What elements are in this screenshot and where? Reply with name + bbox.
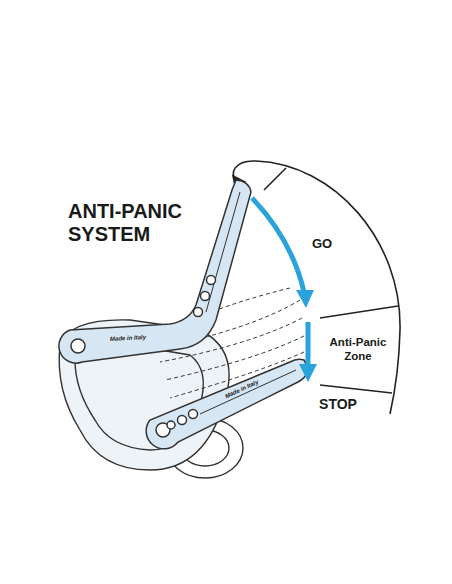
zone-tick	[320, 385, 392, 393]
pivot-hole	[71, 339, 85, 353]
zone-tick	[320, 306, 398, 318]
motion-arrowhead	[299, 364, 317, 382]
zone-tick	[264, 168, 286, 190]
zone-label: GO	[292, 236, 352, 252]
diagram-title: ANTI-PANIC SYSTEM	[68, 200, 218, 246]
lever-stop	[146, 359, 307, 448]
lever-slot	[206, 192, 240, 312]
lever-hole	[189, 410, 198, 419]
engraved-mark: Made in Italy	[204, 370, 280, 410]
lever-hole	[201, 292, 210, 301]
zone-label: Anti-Panic Zone	[322, 336, 394, 364]
zone-label: STOP	[303, 396, 373, 413]
lever-hole	[178, 416, 187, 425]
motion-arrow	[252, 198, 304, 292]
lever-go	[59, 180, 251, 363]
lever-hole	[167, 421, 175, 429]
lever-slot	[200, 370, 296, 414]
lever-hole	[207, 276, 216, 285]
lever-hole	[194, 308, 203, 317]
motion-arrow	[306, 322, 311, 366]
engraved-mark: Made in Italy	[88, 333, 168, 344]
motion-arrowhead	[296, 290, 314, 308]
